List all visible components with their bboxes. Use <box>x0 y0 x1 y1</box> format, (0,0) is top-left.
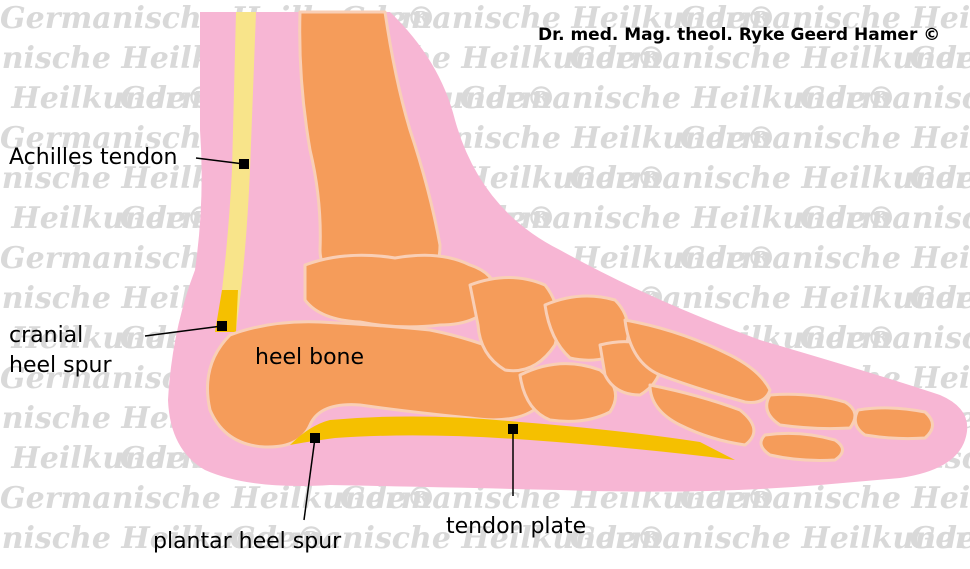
cranial-label-line2: heel spur <box>9 353 112 378</box>
achilles-marker <box>239 159 249 169</box>
watermark-text: Germanische Heilkunde® <box>0 481 436 516</box>
watermark-text: Germanische Heilkunde® <box>0 521 326 556</box>
watermark-text: Germanische Heilkunde® <box>680 1 970 36</box>
watermark-text: Germanische Heilkunde® <box>0 201 216 236</box>
watermark-text: Germanische Heilkunde® <box>570 41 970 76</box>
watermark-text: Germanische Heilkunde® <box>570 161 970 196</box>
metatarsal-bone-2 <box>648 383 756 447</box>
watermark-text: Germanische Heilkunde® <box>460 201 896 236</box>
credit-text: Dr. med. Mag. theol. Ryke Geerd Hamer © <box>538 25 940 45</box>
watermark-text: Germanische Heilkunde® <box>800 321 970 356</box>
watermark-text: Germanische Heilkunde® <box>340 1 776 36</box>
watermark-text: Germanische Heilkunde® <box>0 81 216 116</box>
toe-phalanx-2 <box>759 431 844 462</box>
achilles-label: Achilles tendon <box>9 145 178 170</box>
cranial-leader-line <box>144 325 223 337</box>
plantar-label: plantar heel spur <box>153 529 342 554</box>
cuboid-bone <box>518 362 618 423</box>
watermark-text: Germanische Heilkunde® <box>800 81 970 116</box>
watermark-text: Germanische Heilkunde® <box>910 281 970 316</box>
watermark-text: Germanische Heilkunde® <box>680 241 970 276</box>
plantar-marker <box>310 433 320 443</box>
metatarsal-bone-1 <box>623 318 772 404</box>
watermark-text: Germanische Heilkunde® <box>800 201 970 236</box>
distal-phalanx <box>853 406 934 441</box>
watermark-text: Germanische Heilkunde® <box>230 521 666 556</box>
cranial-label-line1: cranial <box>9 323 83 348</box>
navicular-bone <box>468 276 560 373</box>
heel-bone <box>206 320 546 449</box>
tendon-plate-label: tendon plate <box>446 514 586 539</box>
plantar-leader-line <box>303 437 316 521</box>
watermark-text: Germanische Heilkunde® <box>680 121 970 156</box>
watermark-text: Germanische Heilkunde® <box>570 521 970 556</box>
achilles-leader-line <box>195 157 245 165</box>
watermark-text: Germanische Heilkunde® <box>0 441 216 476</box>
watermark-text: Germanische Heilkunde® <box>910 161 970 196</box>
talus-bone <box>303 253 498 329</box>
achilles-tendon <box>217 12 256 330</box>
proximal-phalanx <box>765 392 857 431</box>
tendon-plate-marker <box>508 424 518 434</box>
heel-bone-label: heel bone <box>255 345 364 370</box>
watermark-text: Germanische Heilkunde® <box>910 521 970 556</box>
watermark-text: Germanische Heilkunde® <box>460 81 896 116</box>
watermark-text: Germanische Heilkunde® <box>910 41 970 76</box>
cranial-marker <box>217 321 227 331</box>
